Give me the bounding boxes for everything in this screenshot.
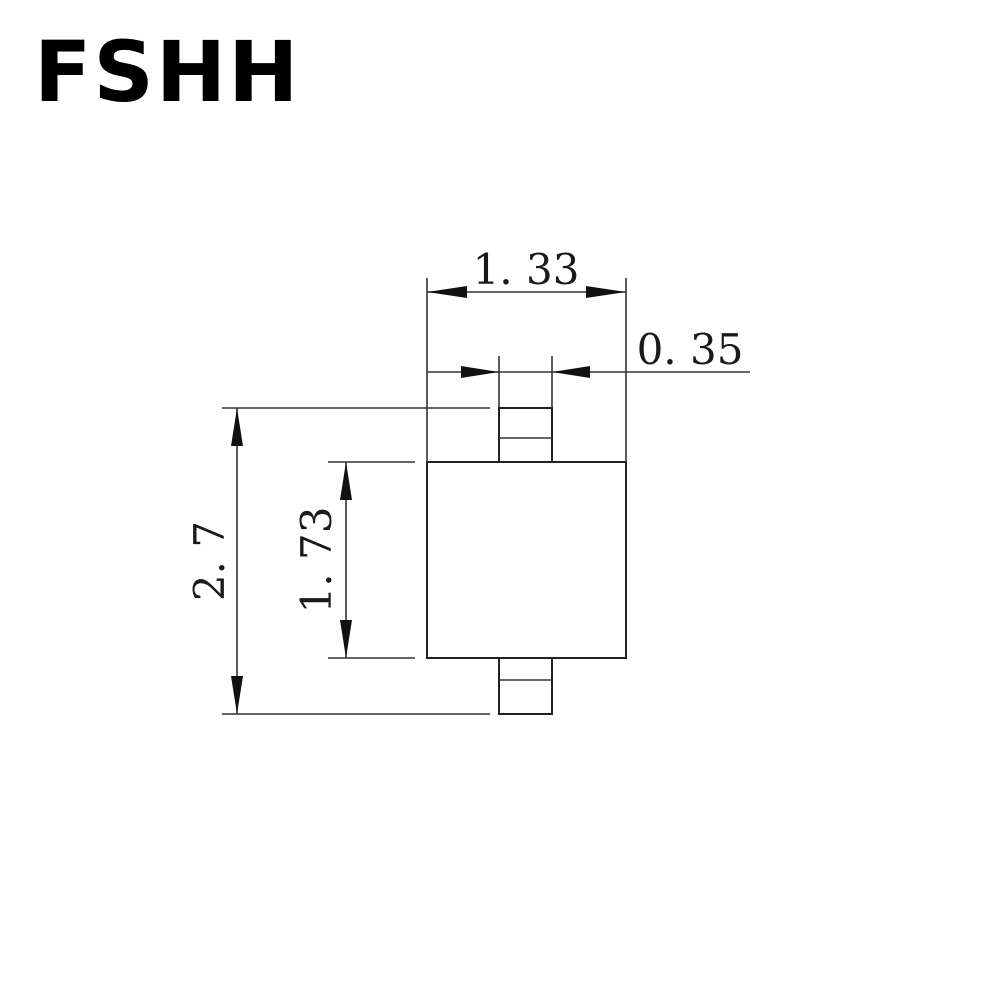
arrow-total-height-top <box>231 408 243 446</box>
arrow-body-height-top <box>340 462 352 500</box>
label-total-height: 2. 7 <box>185 521 234 601</box>
label-total-width: 1. 33 <box>473 245 580 294</box>
arrow-total-height-bottom <box>231 676 243 714</box>
brand-logo-text: FSHH <box>34 23 301 121</box>
arrow-body-height-bottom <box>340 620 352 658</box>
arrow-total-width-left <box>427 286 467 298</box>
top-lead <box>498 407 553 463</box>
component-body <box>426 461 627 659</box>
bottom-lead <box>498 657 553 715</box>
arrow-total-width-right <box>586 286 626 298</box>
label-body-height: 1. 73 <box>292 507 341 614</box>
arrow-lead-width-left <box>461 366 499 378</box>
arrow-lead-width-right <box>552 366 590 378</box>
label-lead-width: 0. 35 <box>637 325 744 374</box>
